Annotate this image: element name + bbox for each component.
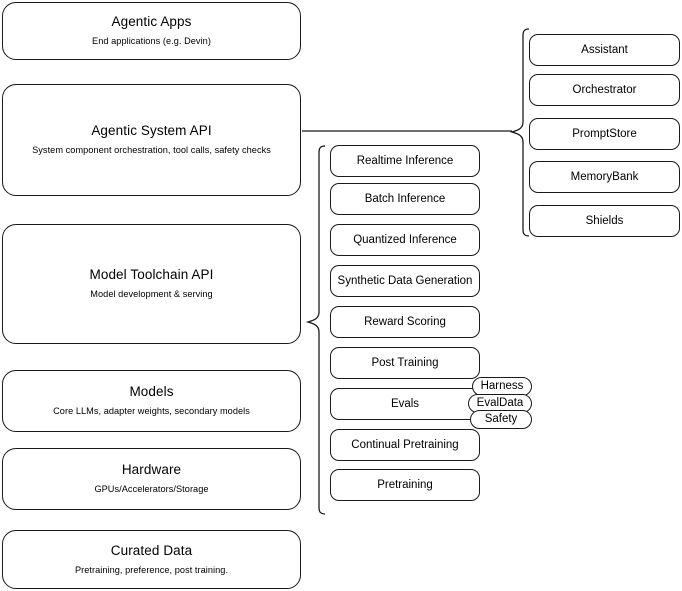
- layer-box-agentic-apps[interactable]: Agentic Apps End applications (e.g. Devi…: [2, 2, 301, 60]
- agentic-component-label: PromptStore: [572, 127, 637, 140]
- toolchain-label: Pretraining: [377, 478, 433, 491]
- toolchain-label: Synthetic Data Generation: [337, 274, 473, 287]
- layer-subtitle: System component orchestration, tool cal…: [32, 145, 271, 156]
- layer-title: Models: [129, 384, 174, 400]
- toolchain-label: Quantized Inference: [353, 233, 457, 246]
- evals-chip-label: Harness: [480, 379, 524, 392]
- evals-chip-label: Safety: [484, 412, 518, 425]
- layer-title: Curated Data: [110, 542, 193, 558]
- layer-box-models[interactable]: Models Core LLMs, adapter weights, secon…: [2, 370, 301, 432]
- layer-box-agentic-system-api[interactable]: Agentic System API System component orch…: [2, 84, 301, 196]
- layer-subtitle: Core LLMs, adapter weights, secondary mo…: [53, 406, 250, 417]
- layer-subtitle: Model development & serving: [90, 289, 213, 300]
- toolchain-label: Post Training: [371, 356, 439, 369]
- toolchain-label: Evals: [390, 397, 420, 410]
- agentic-component-label: Orchestrator: [572, 83, 637, 96]
- brace-toolchain: [305, 145, 326, 515]
- evals-chip-safety[interactable]: Safety: [470, 410, 532, 429]
- toolchain-box-post-training[interactable]: Post Training: [330, 347, 480, 379]
- layer-title: Model Toolchain API: [89, 267, 214, 283]
- toolchain-box-reward-scoring[interactable]: Reward Scoring: [330, 306, 480, 338]
- toolchain-label: Batch Inference: [364, 192, 446, 205]
- toolchain-box-synthetic-data-generation[interactable]: Synthetic Data Generation: [330, 265, 480, 297]
- toolchain-box-evals[interactable]: Evals: [330, 388, 480, 420]
- brace-agentic-system: [509, 28, 530, 237]
- toolchain-box-pretraining[interactable]: Pretraining: [330, 469, 480, 501]
- layer-box-model-toolchain-api[interactable]: Model Toolchain API Model development & …: [2, 224, 301, 344]
- agentic-component-box-shields[interactable]: Shields: [529, 205, 680, 237]
- toolchain-label: Continual Pretraining: [351, 438, 459, 451]
- layer-title: Agentic Apps: [111, 14, 192, 30]
- agentic-component-label: Assistant: [581, 43, 628, 56]
- toolchain-box-realtime-inference[interactable]: Realtime Inference: [330, 145, 480, 177]
- layer-box-curated-data[interactable]: Curated Data Pretraining, preference, po…: [2, 530, 301, 589]
- layer-subtitle: GPUs/Accelerators/Storage: [94, 484, 209, 495]
- agentic-component-box-orchestrator[interactable]: Orchestrator: [529, 74, 680, 106]
- layer-box-hardware[interactable]: Hardware GPUs/Accelerators/Storage: [2, 448, 301, 510]
- agentic-component-label: MemoryBank: [570, 170, 639, 183]
- agentic-component-label: Shields: [585, 214, 624, 227]
- agentic-component-box-assistant[interactable]: Assistant: [529, 34, 680, 66]
- layer-subtitle: Pretraining, preference, post training.: [74, 564, 229, 575]
- layer-title: Hardware: [121, 462, 182, 478]
- toolchain-label: Reward Scoring: [364, 315, 446, 328]
- agentic-component-box-promptstore[interactable]: PromptStore: [529, 118, 680, 150]
- evals-chip-label: EvalData: [476, 396, 524, 409]
- toolchain-box-batch-inference[interactable]: Batch Inference: [330, 183, 480, 215]
- toolchain-box-continual-pretraining[interactable]: Continual Pretraining: [330, 429, 480, 461]
- agentic-component-box-memorybank[interactable]: MemoryBank: [529, 161, 680, 193]
- layer-subtitle: End applications (e.g. Devin): [92, 36, 211, 47]
- layer-title: Agentic System API: [91, 123, 212, 139]
- toolchain-label: Realtime Inference: [356, 154, 454, 167]
- toolchain-box-quantized-inference[interactable]: Quantized Inference: [330, 224, 480, 256]
